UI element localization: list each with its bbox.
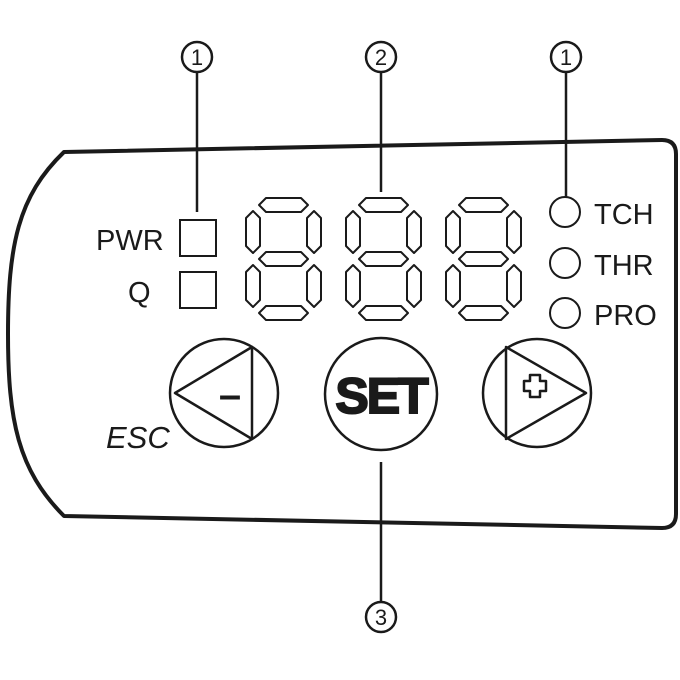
pro-led-icon (549, 297, 581, 329)
display-segment (458, 197, 509, 213)
plus-icon (522, 373, 548, 399)
callout-bottom: 3 (364, 600, 398, 634)
display-segment (258, 197, 309, 213)
thr-label: THR (594, 250, 654, 282)
pwr-indicator (179, 219, 217, 257)
display-segment (358, 197, 409, 213)
display-segment (358, 305, 409, 321)
display-segment (406, 210, 422, 254)
display-segment (245, 264, 261, 308)
q-label: Q (128, 277, 151, 309)
display-segment (358, 251, 409, 267)
svg-text:3: 3 (375, 605, 387, 630)
display-segment (245, 210, 261, 254)
pwr-label: PWR (96, 225, 164, 257)
display-segment (458, 305, 509, 321)
minus-esc-button[interactable]: – (168, 337, 280, 449)
display-segment (258, 251, 309, 267)
display-segment (458, 251, 509, 267)
pro-label: PRO (594, 300, 657, 332)
thr-led-icon (549, 247, 581, 279)
display-digit (245, 197, 322, 321)
left-arrow-icon (173, 345, 254, 441)
plus-button[interactable] (481, 337, 593, 449)
set-label: SET (335, 368, 428, 424)
callout-top-middle: 2 (364, 40, 398, 74)
callout-top-right: 1 (549, 40, 583, 74)
display-digit (445, 197, 522, 321)
right-arrow-icon (504, 345, 588, 441)
display-segment (445, 210, 461, 254)
display-segment (258, 305, 309, 321)
svg-text:1: 1 (191, 45, 203, 70)
device-outline (6, 138, 678, 530)
display-segment (506, 210, 522, 254)
esc-label: ESC (106, 420, 170, 455)
display-segment (506, 264, 522, 308)
display-segment (345, 264, 361, 308)
set-button[interactable]: SET (323, 336, 439, 452)
minus-symbol: – (219, 373, 241, 417)
display-segment (345, 210, 361, 254)
seven-segment-display (245, 197, 522, 321)
callout-top-left: 1 (180, 40, 214, 74)
display-segment (406, 264, 422, 308)
tch-led-icon (549, 196, 581, 228)
display-segment (306, 210, 322, 254)
display-segment (306, 264, 322, 308)
svg-text:2: 2 (375, 45, 387, 70)
svg-text:1: 1 (560, 45, 572, 70)
tch-label: TCH (594, 199, 654, 231)
display-segment (445, 264, 461, 308)
display-digit (345, 197, 422, 321)
q-indicator (179, 271, 217, 309)
